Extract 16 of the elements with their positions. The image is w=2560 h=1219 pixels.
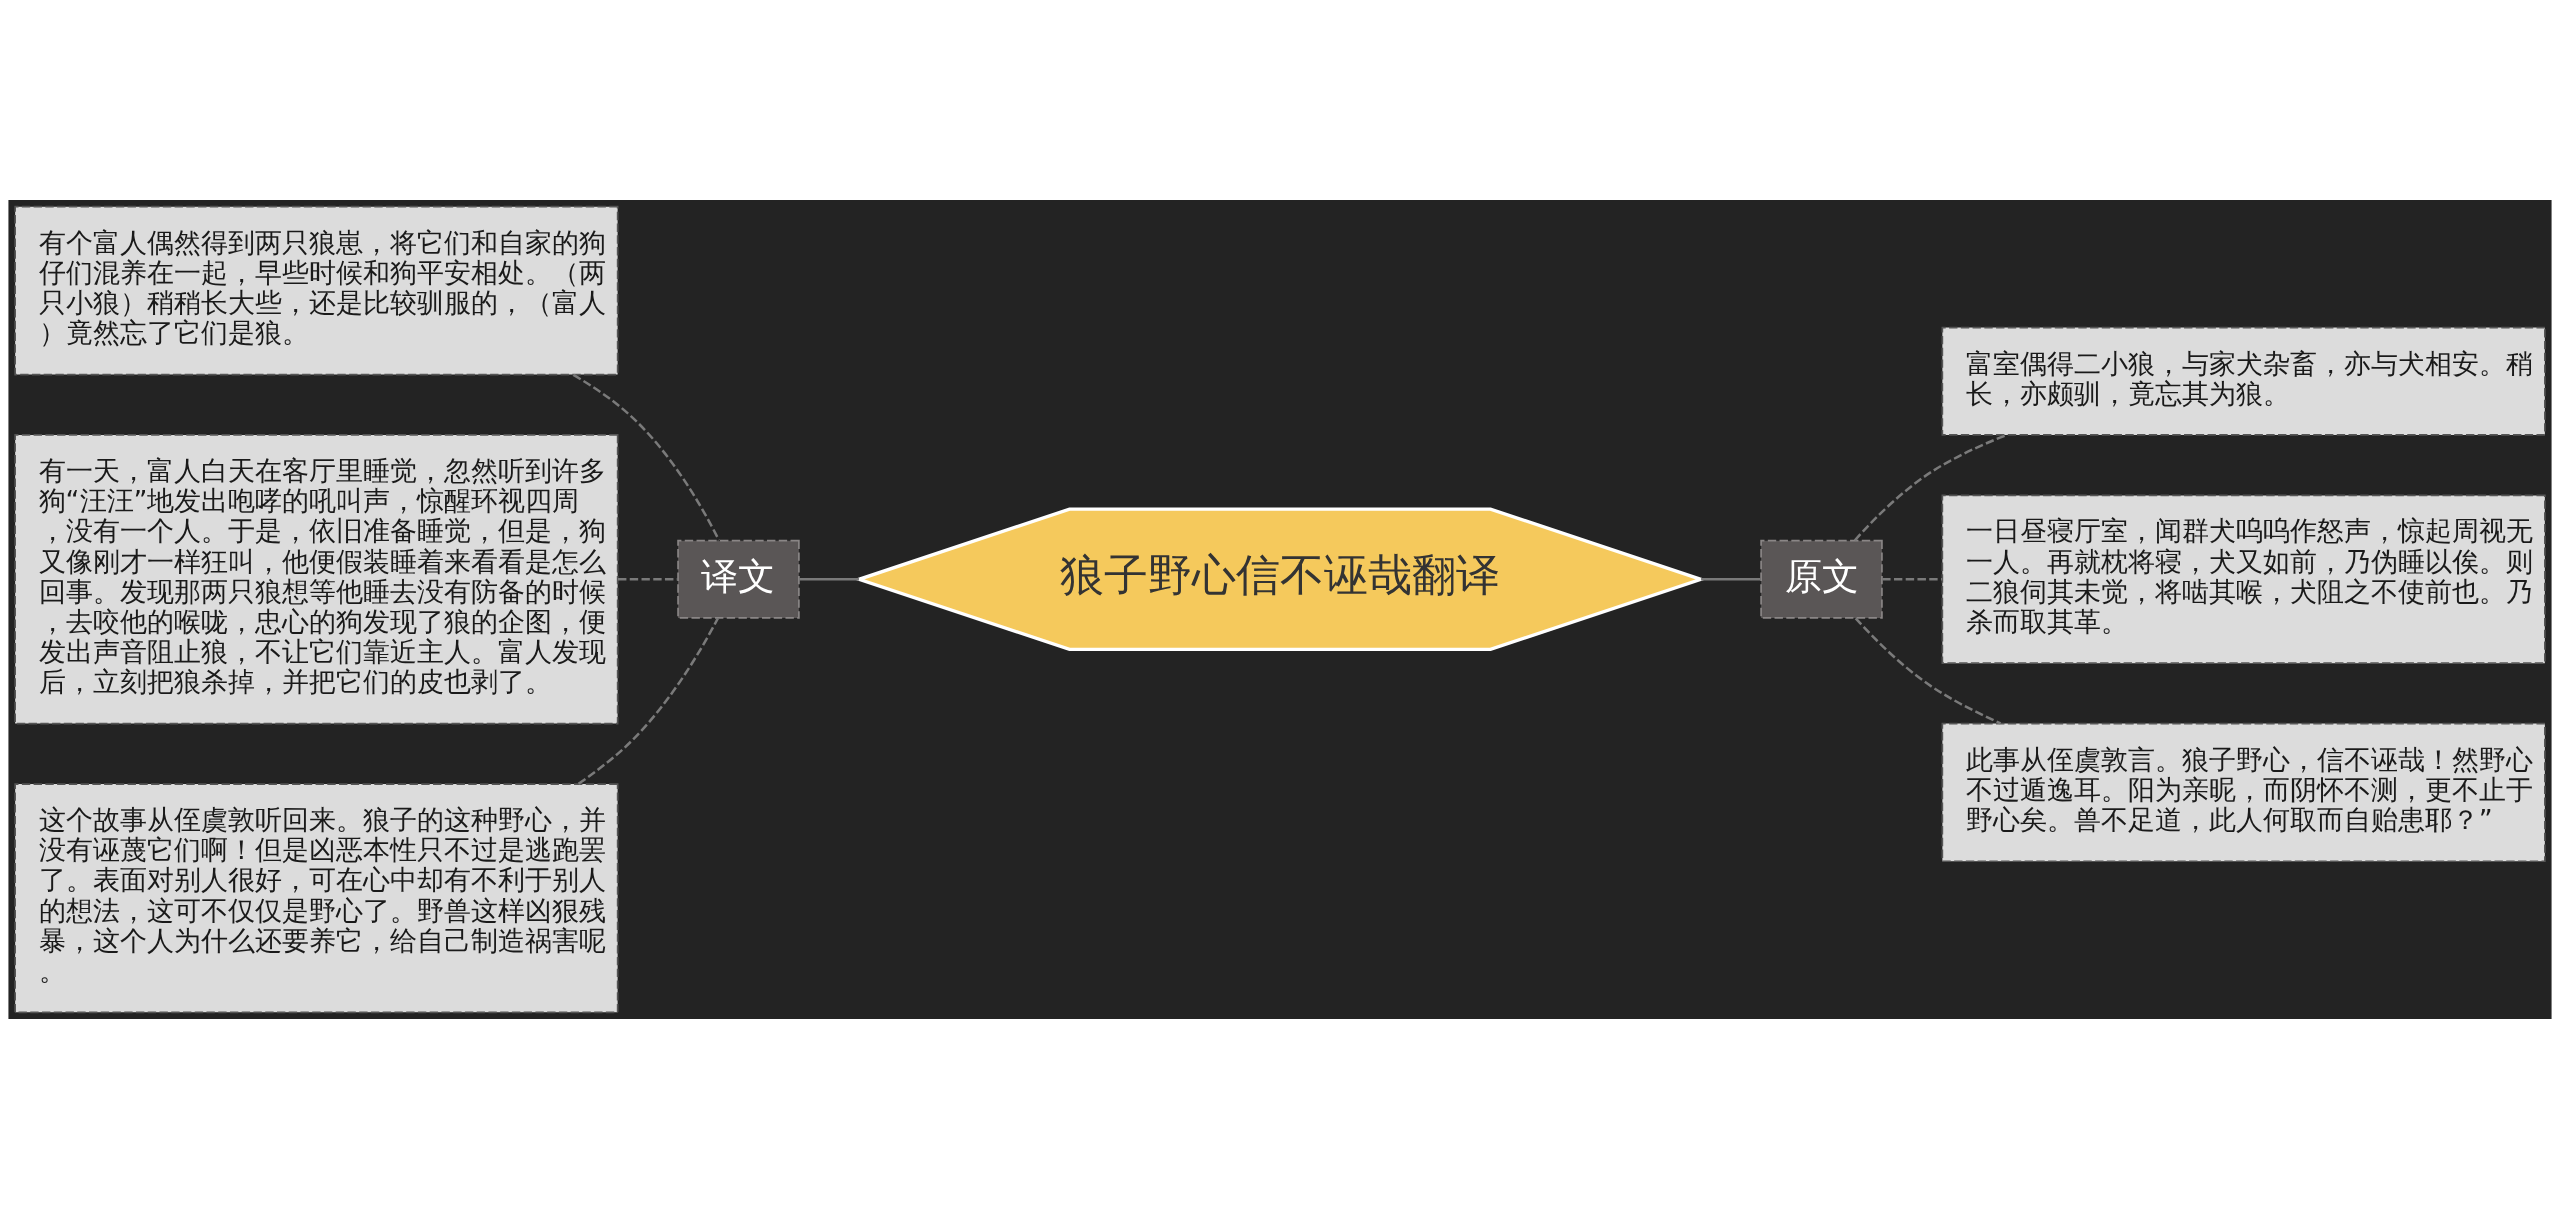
node-box: 译文: [677, 539, 800, 619]
node-box: 一日昼寝厅室，闻群犬呜呜作怒声，惊起周视无一人。再就枕将寝，犬又如前，乃伪睡以俟。则二狼伺其未觉，将啮其喉，犬阻之不使前也。乃杀而取其革。: [1941, 494, 2546, 665]
node-box: 原文: [1760, 539, 1883, 619]
connector: [617, 578, 678, 581]
connector: [577, 617, 719, 785]
node-box: 这个故事从侄虞敦听回来。狼子的这种野心，并没有诬蔑它们啊！但是凶恶本性只不过是逃跑罢了。表面对别人很好，可在心中却有不利于别人的想法，这可不仅仅是野心了。野兽这样凶狠残暴，这个人为什么还要养它，给自己制造祸害呢。: [14, 783, 619, 1014]
connector: [1853, 434, 2007, 542]
connector: [1882, 578, 1943, 581]
connector: [799, 578, 859, 581]
connector: [572, 373, 721, 541]
node-box: 此事从侄虞敦言。狼子野心，信不诬哉！然野心不过遁逸耳。阳为亲昵，而阴怀不测，更不止于野心矣。兽不足道，此人何取而自贻患耶？”: [1941, 722, 2546, 863]
node-box: 有一天，富人白天在客厅里睡觉，忽然听到许多狗“汪汪”地发出咆哮的吼叫声，惊醒环视四周，没有一个人。于是，依旧准备睡觉，但是，狗又像刚才一样狂叫，他便假装睡着来看看是怎么回事。发现那两只狼想等他睡去没有防备的时候，去咬他的喉咙，忠心的狗发现了狼的企图，便发出声音阻止狼，不让它们靠近主人。富人发现后，立刻把狼杀掉，并把它们的皮也剥了。: [14, 434, 619, 725]
connector: [1854, 617, 2002, 725]
node-box: 有个富人偶然得到两只狼崽，将它们和自家的狗仔们混养在一起，早些时候和狗平安相处。（两只小狼）稍稍长大些，还是比较驯服的，（富人）竟然忘了它们是狼。: [14, 205, 619, 376]
connector: [1701, 578, 1761, 581]
node-box: 富室偶得二小狼，与家犬杂畜，亦与犬相安。稍长，亦颇驯，竟忘其为狼。: [1941, 326, 2546, 436]
